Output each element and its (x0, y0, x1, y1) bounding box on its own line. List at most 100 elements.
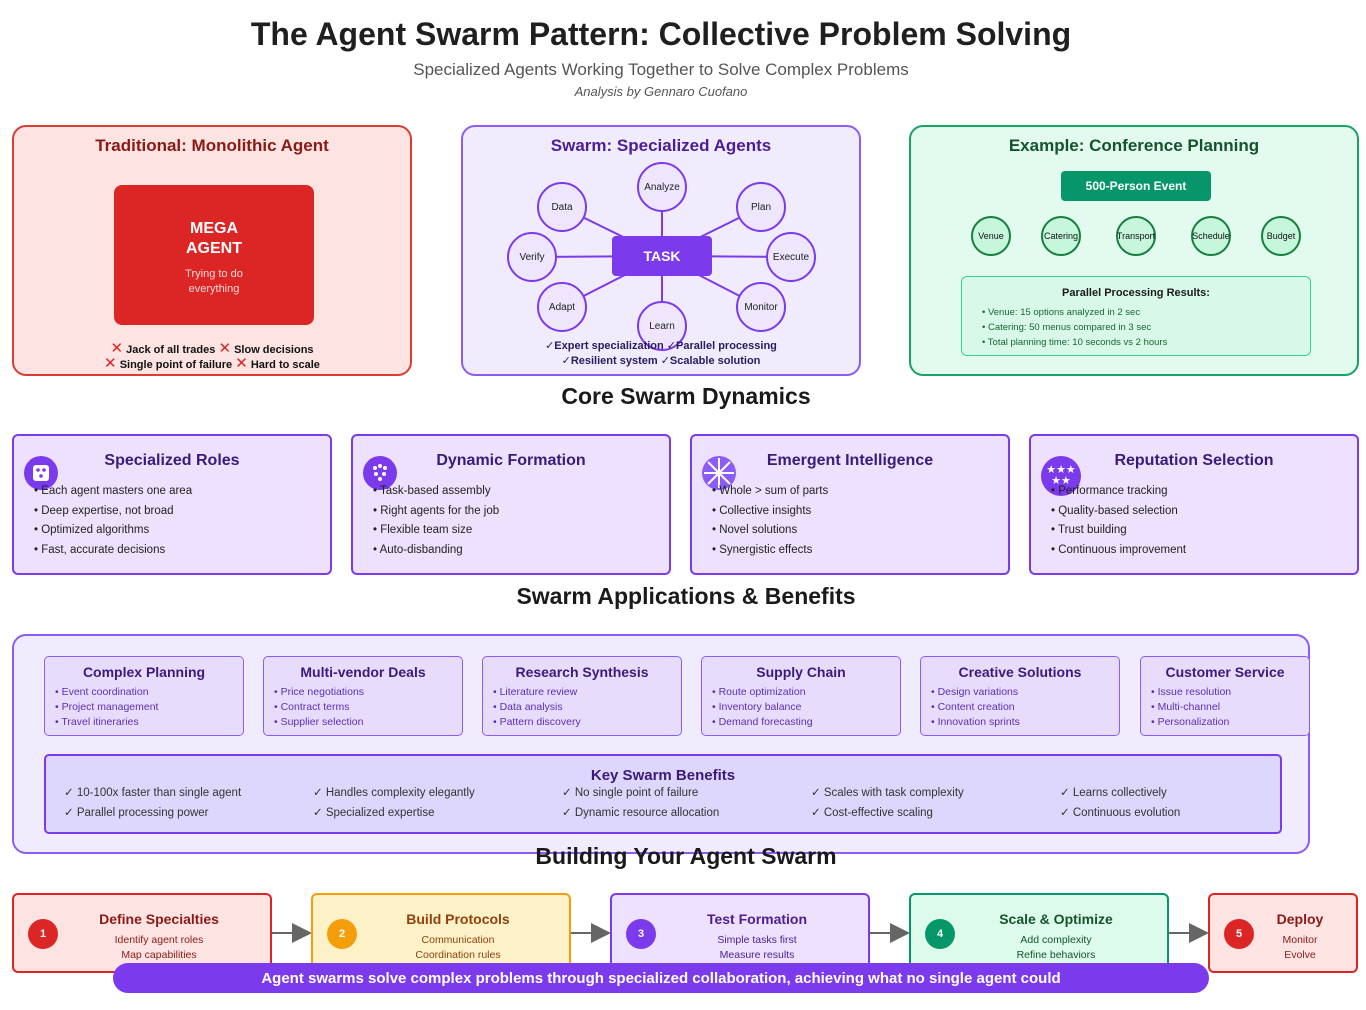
sub-agent-venue: Venue (971, 216, 1011, 256)
dynamics-card-reputation-selection: ★★★★★ Reputation Selection • Performance… (1029, 434, 1359, 575)
step-card-5: 5 Deploy Monitor Evolve (1208, 893, 1358, 973)
stars-icon: ★★★★★ (1041, 456, 1081, 496)
sub-agent-budget: Budget (1261, 216, 1301, 256)
event-badge: 500-Person Event (1061, 171, 1211, 201)
step-line: Simple tasks first (717, 934, 797, 946)
check-icon: ✓ (561, 355, 571, 367)
sub-agent-transport: Transport (1116, 216, 1156, 256)
step-line: Communication (421, 934, 495, 946)
page-title: The Agent Swarm Pattern: Collective Prob… (250, 16, 1072, 52)
step-card-1: 1 Define Specialties Identify agent role… (12, 893, 272, 973)
application-item: • Innovation sprints (931, 716, 1020, 728)
card-item: • Auto-disbanding (373, 544, 463, 556)
sub-agent-schedule: Schedule (1191, 216, 1231, 256)
step-title: Define Specialties (99, 911, 219, 927)
step-number: 5 (1224, 919, 1254, 949)
cross-icon: ✕ (104, 355, 117, 372)
summary-banner: Agent swarms solve complex problems thro… (113, 963, 1209, 993)
check-icon: ✓ (660, 355, 670, 367)
card-item: • Synergistic effects (712, 544, 813, 556)
page-subtitle: Specialized Agents Working Together to S… (413, 60, 909, 79)
drawbacks-row-2: ✕ Single point of failure ✕ Hard to scal… (14, 354, 410, 372)
card-item: • Whole > sum of parts (712, 485, 829, 497)
agent-node-data: Data (537, 182, 587, 232)
dynamics-heading: Core Swarm Dynamics (561, 383, 811, 409)
card-item: • Performance tracking (1051, 485, 1168, 497)
drawbacks-row-1: ✕ Jack of all trades ✕ Slow decisions (14, 339, 410, 357)
card-item: • Novel solutions (712, 524, 798, 536)
traditional-panel: Traditional: Monolithic Agent MEGA AGENT… (12, 125, 412, 376)
example-panel: Example: Conference Planning 500-Person … (909, 125, 1359, 376)
card-item: • Deep expertise, not broad (34, 505, 174, 517)
card-item: • Flexible team size (373, 524, 473, 536)
swarm-panel: Swarm: Specialized Agents Analyze Plan E… (461, 125, 861, 376)
benefit-item: ✓ 10-100x faster than single agent (64, 787, 242, 799)
card-item: • Quality-based selection (1051, 505, 1178, 517)
benefit-item: ✓ Dynamic resource allocation (562, 807, 720, 819)
dots-cluster-icon (363, 456, 397, 490)
cross-icon: ✕ (218, 340, 232, 357)
application-item: • Route optimization (712, 686, 806, 698)
check-icon: ✓ (545, 340, 555, 352)
card-item: • Optimized algorithms (34, 524, 150, 536)
card-item: • Collective insights (712, 505, 812, 517)
result-item: • Catering: 50 menus compared in 3 sec (982, 322, 1152, 333)
agent-node-verify: Verify (507, 232, 557, 282)
application-item: • Event coordination (55, 686, 149, 698)
step-title: Build Protocols (406, 911, 510, 927)
application-item: • Project management (55, 701, 159, 713)
results-box: Parallel Processing Results: • Venue: 15… (961, 276, 1311, 356)
benefit-item: ✓ Scales with task complexity (811, 787, 964, 799)
application-item: • Contract terms (274, 701, 350, 713)
step-number: 4 (925, 919, 955, 949)
application-item: • Travel itineraries (55, 716, 139, 728)
application-card: Multi-vendor Deals • Price negotiations … (263, 656, 463, 736)
application-item: • Literature review (493, 686, 578, 698)
step-card-3: 3 Test Formation Simple tasks first Meas… (610, 893, 870, 973)
dynamics-card-specialized-roles: Specialized Roles • Each agent masters o… (12, 434, 332, 575)
benefits-title: Key Swarm Benefits (590, 767, 736, 784)
cross-icon: ✕ (235, 355, 248, 372)
mega-desc-line1: Trying to do (185, 268, 243, 280)
mega-label-line2: AGENT (186, 240, 242, 257)
card-item: • Trust building (1051, 524, 1127, 536)
card-title: Emergent Intelligence (766, 452, 934, 469)
card-title: Reputation Selection (1114, 452, 1274, 469)
dice-icon (24, 456, 58, 490)
mega-label-line1: MEGA (190, 220, 238, 237)
drawback-item: Slow decisions (234, 344, 314, 356)
cross-icon: ✕ (110, 340, 124, 357)
benefit-item: ✓ Continuous evolution (1060, 807, 1181, 819)
step-line: Refine behaviors (1016, 949, 1096, 961)
application-item: • Multi-channel (1151, 701, 1221, 713)
application-title: Complex Planning (82, 664, 206, 680)
benefit-item: ✓ Specialized expertise (313, 807, 435, 819)
application-item: • Inventory balance (712, 701, 802, 713)
application-item: • Issue resolution (1151, 686, 1232, 698)
applications-panel: Complex Planning • Event coordination • … (12, 634, 1310, 854)
step-line: Monitor (1282, 934, 1318, 946)
agent-node-analyze: Analyze (637, 162, 687, 212)
card-title: Specialized Roles (104, 452, 240, 469)
sub-agent-catering: Catering (1041, 216, 1081, 256)
card-item: • Task-based assembly (373, 485, 491, 497)
step-title: Scale & Optimize (999, 911, 1113, 927)
swarm-title: Swarm: Specialized Agents (550, 136, 772, 155)
benefit-item: ✓ Cost-effective scaling (811, 807, 933, 819)
agent-node-plan: Plan (736, 182, 786, 232)
application-item: • Content creation (931, 701, 1015, 713)
applications-heading: Swarm Applications & Benefits (516, 583, 856, 609)
key-benefits-box: Key Swarm Benefits ✓ 10-100x faster than… (44, 754, 1282, 834)
swarm-benefit: Resilient system (570, 355, 658, 367)
swarm-benefits-row-2: ✓Resilient system ✓Scalable solution (463, 354, 859, 367)
application-item: • Design variations (931, 686, 1019, 698)
application-card: Creative Solutions • Design variations •… (920, 656, 1120, 736)
step-line: Measure results (719, 949, 795, 961)
agent-node-monitor: Monitor (736, 282, 786, 332)
building-heading: Building Your Agent Swarm (535, 843, 837, 869)
example-title: Example: Conference Planning (1008, 136, 1260, 155)
benefit-item: ✓ No single point of failure (562, 787, 699, 799)
drawback-item: Jack of all trades (126, 344, 216, 356)
swarm-benefits-row-1: ✓Expert specialization ✓Parallel process… (463, 339, 859, 352)
dynamics-card-dynamic-formation: Dynamic Formation • Task-based assembly … (351, 434, 671, 575)
